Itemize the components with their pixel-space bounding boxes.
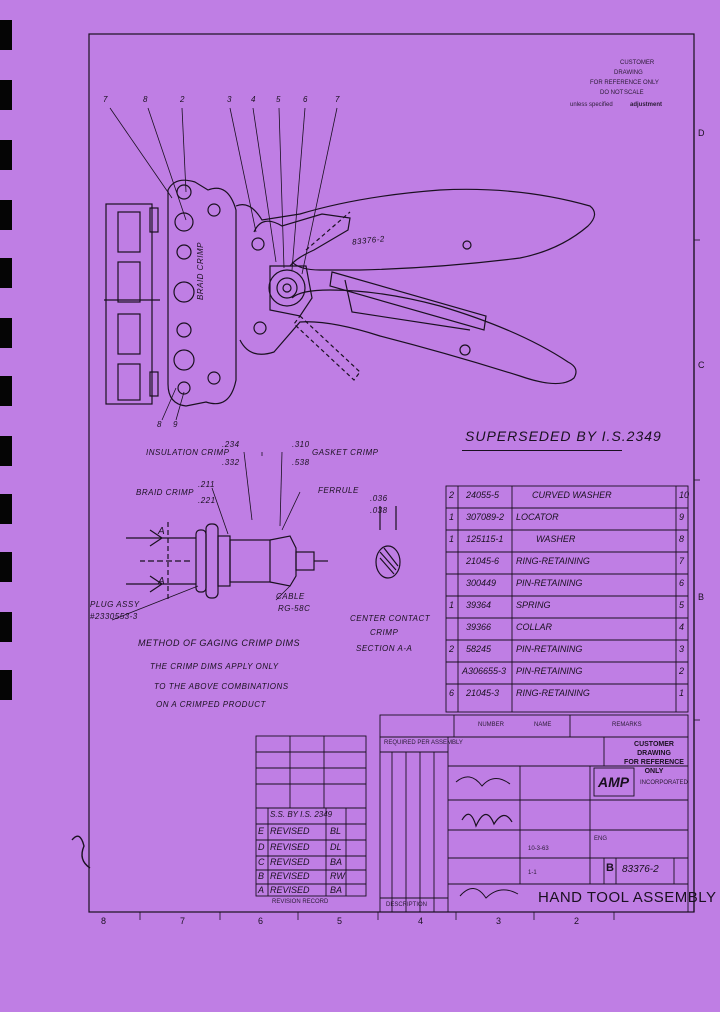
side-view bbox=[104, 203, 160, 405]
balloon: 8 bbox=[157, 420, 162, 429]
drawing-title: HAND TOOL ASSEMBLY bbox=[538, 889, 717, 906]
balloon: 5 bbox=[276, 95, 281, 104]
binder-hole bbox=[0, 494, 12, 524]
superseded-note: SUPERSEDED BY I.S.2349 bbox=[465, 428, 662, 444]
upper-handle bbox=[235, 188, 596, 271]
binder-hole bbox=[0, 670, 12, 700]
eng-label: ENG bbox=[594, 836, 608, 842]
balloon-leaders bbox=[109, 107, 338, 421]
revision-table-lines bbox=[255, 735, 367, 897]
balloon: 6 bbox=[303, 95, 308, 104]
title-block-lines bbox=[379, 736, 689, 913]
binder-hole bbox=[0, 140, 12, 170]
bom-header-number: NUMBER bbox=[478, 722, 505, 728]
crimp-head bbox=[268, 265, 313, 317]
size-letter: B bbox=[606, 862, 614, 874]
binder-hole bbox=[0, 376, 12, 406]
balloon: 3 bbox=[227, 95, 232, 104]
revision-header: REVISION RECORD bbox=[272, 899, 329, 905]
binder-hole bbox=[0, 318, 12, 348]
balloon: 2 bbox=[180, 95, 185, 104]
balloon: 9 bbox=[173, 420, 178, 429]
lower-handle bbox=[239, 211, 577, 385]
bom-header-name: NAME bbox=[534, 722, 552, 728]
balloon: 8 bbox=[143, 95, 148, 104]
company-sub: INCORPORATED bbox=[640, 780, 688, 786]
balloon: 7 bbox=[335, 95, 340, 104]
center-contact-section bbox=[375, 506, 401, 579]
connector-detail bbox=[126, 522, 328, 600]
binder-hole bbox=[0, 612, 12, 642]
binder-hole bbox=[0, 20, 12, 50]
sheet-number: 1-1 bbox=[528, 870, 537, 876]
customer-stamp: CUSTOMER DRAWING FOR REFERENCE ONLY bbox=[624, 741, 684, 775]
company-logo: AMP bbox=[598, 774, 630, 790]
bom-header-remarks: REMARKS bbox=[612, 722, 642, 728]
jaw-plate bbox=[167, 179, 237, 407]
binder-hole bbox=[0, 436, 12, 466]
jaw-text: BRAID CRIMP bbox=[196, 242, 205, 300]
drawing-number: 83376-2 bbox=[622, 864, 659, 875]
balloon: 4 bbox=[251, 95, 256, 104]
required-per-assembly: REQUIRED PER ASSEMBLY bbox=[384, 740, 463, 746]
description-label: DESCRIPTION bbox=[386, 902, 428, 908]
bom-table-lines bbox=[379, 485, 689, 738]
binder-hole bbox=[0, 552, 12, 582]
binder-hole bbox=[0, 258, 12, 288]
superseded-underline bbox=[462, 450, 622, 451]
balloon: 7 bbox=[103, 95, 108, 104]
crimp-leaders bbox=[111, 451, 301, 621]
drawing-date: 10-3-63 bbox=[528, 846, 549, 852]
binder-hole bbox=[0, 200, 12, 230]
binder-hole bbox=[0, 80, 12, 110]
